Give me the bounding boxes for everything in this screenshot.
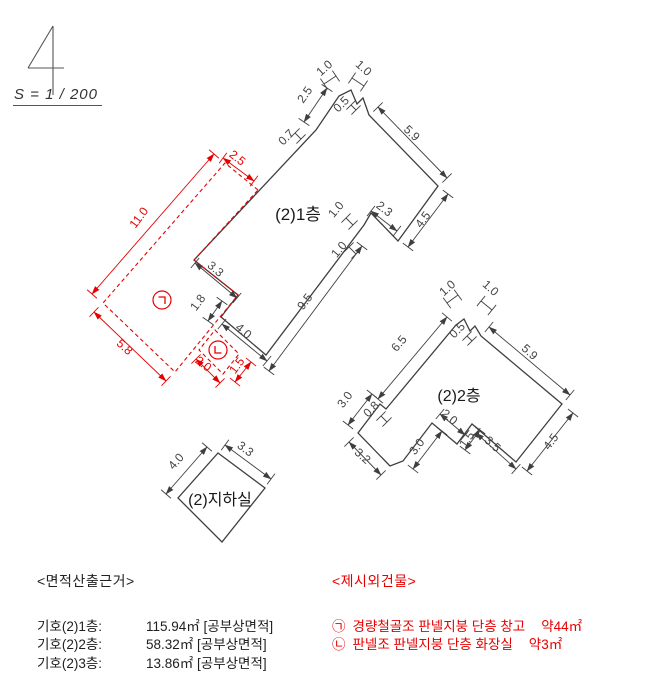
dimension-text: 1.0 <box>436 277 458 299</box>
dimension-text: 3.3 <box>235 438 257 459</box>
dimension-0_5-24: 0.5 <box>446 319 477 346</box>
dimension-2_5-0: 2.5 <box>294 84 333 127</box>
dimension-text: 5.9 <box>519 341 541 363</box>
dimension-text: 11.0 <box>126 204 151 231</box>
dimension-text: 1.0 <box>313 57 335 79</box>
dimension-text: 3.5 <box>482 433 504 455</box>
dimension-text: 1.5 <box>226 354 247 376</box>
dimension-4_0-13: 4.0 <box>217 318 272 367</box>
extra-building-area: 약44㎡ <box>541 618 583 634</box>
dimension-1_0-25: 1.0 <box>436 277 463 309</box>
area-row-label: 기호(2)3층: <box>37 655 103 671</box>
extra-building-row: ㉡ 판넬조 판넬지붕 단층 화장실 약3㎡ <box>332 636 582 655</box>
dimension-text: 1.5 <box>456 428 477 450</box>
dimension-text: 0.7 <box>275 126 297 148</box>
scale-note: S = 1 / 200 <box>13 86 102 106</box>
dimension-2_5-29: 2.5 <box>218 147 259 187</box>
dimension-1_0-2: 1.0 <box>348 57 375 92</box>
dimension-text: 4.5 <box>412 208 433 230</box>
basement-label: (2)지하실 <box>188 491 252 509</box>
toilet-symbol <box>208 340 228 360</box>
dimension-1_5-33: 1.5 <box>226 354 257 387</box>
dimension-1_5-20: 1.5 <box>456 425 486 455</box>
area-row-value: 58.32㎡ [공부상면적] <box>146 637 267 652</box>
dimension-text: 2.3 <box>374 198 396 220</box>
area-basis-header: <면적산출근거> <box>37 573 135 589</box>
toilet-symbol-circle <box>208 340 228 360</box>
area-row-value: 13.86㎡ [공부상면적] <box>146 655 267 671</box>
dimension-5_8-31: 5.8 <box>89 306 171 387</box>
dimension-1_0-9: 1.0 <box>328 238 361 260</box>
floor1-outline <box>193 89 439 356</box>
extra-building-symbol: ㉠ <box>332 618 346 634</box>
dimension-text: 1.8 <box>187 291 208 313</box>
dimension-text: 4.0 <box>165 450 187 472</box>
area-row-value: 115.94㎡ [공부상면적] <box>146 618 274 634</box>
extra-building-symbol: ㉡ <box>332 637 346 652</box>
dimension-11_0-30: 11.0 <box>86 149 220 299</box>
dimension-text: 0.8 <box>360 398 382 420</box>
extra-buildings-header: <제시외건물> <box>332 573 417 589</box>
dimension-1_0-1: 1.0 <box>313 57 340 90</box>
dimension-text: 3.0 <box>334 388 355 410</box>
dimension-text: 3.3 <box>205 258 227 280</box>
dimension-3_0-18: 3.0 <box>406 426 448 474</box>
dimension-text: 1.0 <box>328 238 350 260</box>
dimension-text: 1.0 <box>325 198 347 220</box>
area-row-label: 기호(2)2층: <box>37 637 103 652</box>
floor1-label: (2)1층 <box>275 205 321 224</box>
dimension-3_2-17: 3.2 <box>344 437 386 480</box>
dimension-0_7-4: 0.7 <box>275 126 306 148</box>
dimension-text: 5.9 <box>401 122 423 144</box>
dimension-text: 5.8 <box>114 336 136 358</box>
dimension-5_9-23: 5.9 <box>484 321 575 401</box>
drawing-number-glyph <box>27 25 64 95</box>
dimension-9_5-10: 9.5 <box>263 241 368 376</box>
dimension-text: 1.0 <box>353 57 375 79</box>
extra-building-row: ㉠ 경량철골조 판넬지붕 단층 창고 약44㎡ <box>332 618 582 637</box>
dimension-1_0-26: 1.0 <box>476 277 502 316</box>
shed-symbol-circle <box>152 290 172 310</box>
area-row: 기호(2)3층: 13.86㎡ [공부상면적] <box>37 655 273 674</box>
area-row: 기호(2)2층: 58.32㎡ [공부상면적] <box>37 636 273 655</box>
dimension-text: 0.5 <box>330 93 352 115</box>
extra-building-desc: 판넬조 판넬지붕 단층 화장실 <box>352 637 513 652</box>
dimension-text: 4.5 <box>540 430 561 452</box>
extra-building-desc: 경량철골조 판넬지붕 단층 창고 <box>352 618 526 634</box>
dimension-text: 2.5 <box>227 147 249 169</box>
dimension-text: 2.0 <box>439 406 461 428</box>
dimension-text: 4.0 <box>233 320 255 342</box>
extra-building-area: 약3㎡ <box>528 637 563 652</box>
dimension-text: 2.5 <box>294 84 315 106</box>
area-basis-rows: 기호(2)1층: 115.94㎡ [공부상면적] 기호(2)2층: 58.32㎡ [공… <box>37 618 273 674</box>
area-row-label: 기호(2)1층: <box>37 618 103 634</box>
dimension-4_0-28: 4.0 <box>160 442 213 499</box>
dimension-text: 1.0 <box>480 277 502 299</box>
dimension-1_0-8: 1.0 <box>325 198 358 230</box>
dimension-1_8-12: 1.8 <box>187 291 228 326</box>
dimension-5_9-5: 5.9 <box>373 102 452 183</box>
shed-symbol <box>152 290 172 310</box>
dimension-0_5-3: 0.5 <box>330 93 361 115</box>
area-basis-notes: <면적산출근거> 기호(2)1층: 115.94㎡ [공부상면적] 기호(2)2층:… <box>37 572 273 673</box>
floor2-label: (2)2층 <box>437 387 480 405</box>
area-row: 기호(2)1층: 115.94㎡ [공부상면적] <box>37 618 273 637</box>
dimension-text: 6.5 <box>388 332 410 354</box>
dimension-2_3-7: 2.3 <box>366 198 402 237</box>
dimension-3_5-21: 3.5 <box>471 427 521 475</box>
